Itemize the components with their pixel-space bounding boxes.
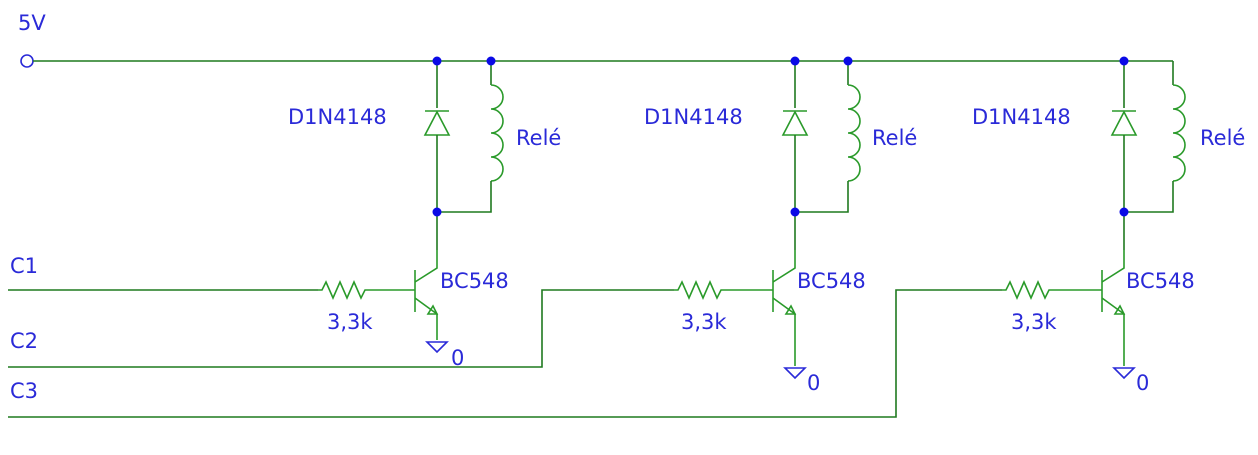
ground-symbol	[425, 341, 449, 354]
relay-label: Relé	[516, 126, 561, 150]
junction-dot	[486, 56, 496, 66]
relay-coil	[1172, 84, 1186, 182]
diode-symbol	[1110, 110, 1138, 136]
stage-1: D1N4148 Relé BC548 3,3k 0	[288, 56, 561, 370]
supply-rail: 5V	[18, 11, 1173, 68]
input-label-c3: C3	[10, 379, 38, 403]
resistor-label: 3,3k	[1011, 310, 1057, 334]
junction-dot	[1119, 56, 1129, 66]
input-label-c1: C1	[10, 254, 38, 278]
stage-3: D1N4148 Relé BC548 3,3k 0	[972, 56, 1245, 395]
base-resistor	[674, 280, 773, 300]
junction-dot	[790, 56, 800, 66]
junction-dot	[432, 207, 442, 217]
stage-2: D1N4148 Relé BC548 3,3k 0	[644, 56, 917, 395]
transistor-label: BC548	[440, 269, 509, 293]
transistor-label: BC548	[1126, 269, 1195, 293]
diode-label: D1N4148	[288, 105, 387, 129]
npn-transistor	[772, 250, 797, 366]
coil-bottom-wire	[795, 181, 849, 213]
supply-terminal	[20, 54, 34, 68]
resistor-label: 3,3k	[681, 310, 727, 334]
input-wire-c2	[8, 289, 674, 368]
input-label-c2: C2	[10, 329, 38, 353]
coil-bottom-wire	[437, 181, 492, 213]
input-lines: C1 C2 C3	[8, 254, 1002, 418]
relay-coil	[490, 84, 504, 182]
junction-dot	[432, 56, 442, 66]
base-resistor	[1002, 280, 1102, 300]
supply-label: 5V	[18, 11, 46, 35]
ground-symbol	[1112, 367, 1136, 380]
diode-label: D1N4148	[644, 105, 743, 129]
ground-symbol	[783, 367, 807, 380]
ground-label: 0	[451, 346, 464, 370]
relay-coil	[847, 84, 861, 182]
transistor-label: BC548	[797, 269, 866, 293]
relay-label: Relé	[1200, 126, 1245, 150]
relay-label: Relé	[872, 126, 917, 150]
diode-label: D1N4148	[972, 105, 1071, 129]
input-wire-c3	[8, 289, 1002, 418]
coil-bottom-wire	[1124, 181, 1174, 213]
junction-dot	[790, 207, 800, 217]
diode-symbol	[781, 110, 809, 136]
resistor-label: 3,3k	[327, 310, 373, 334]
npn-transistor	[414, 250, 439, 340]
junction-dot	[843, 56, 853, 66]
npn-transistor	[1101, 250, 1126, 366]
ground-label: 0	[1136, 371, 1149, 395]
junction-dot	[1119, 207, 1129, 217]
ground-label: 0	[807, 371, 820, 395]
diode-symbol	[423, 110, 451, 136]
base-resistor	[318, 280, 415, 300]
